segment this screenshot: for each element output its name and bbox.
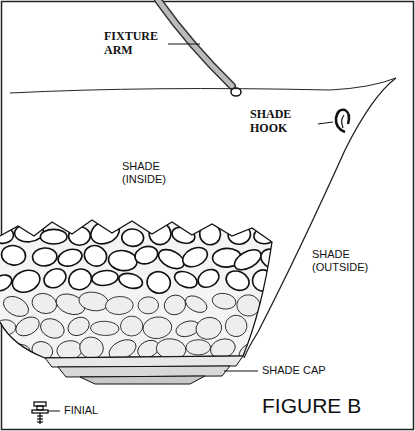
glass-piece (40, 229, 67, 244)
glass-piece (65, 314, 93, 340)
glass-piece (231, 246, 264, 274)
glass-piece (81, 242, 110, 269)
glass-piece (0, 244, 27, 267)
part-label: FIXTURE ARM (104, 30, 158, 58)
shade-cap (45, 356, 243, 384)
part-label: SHADE (OUTSIDE) (312, 248, 368, 273)
glass-piece (78, 290, 110, 313)
leader-line (224, 371, 258, 372)
leader-line (168, 44, 200, 45)
glass-piece (87, 217, 123, 249)
figure-caption: FIGURE B (262, 394, 361, 418)
part-label: FINIAL (64, 404, 98, 417)
glass-piece (180, 244, 211, 271)
glass-piece (264, 297, 287, 316)
glass-outline (0, 220, 272, 358)
stained-glass (0, 215, 290, 365)
glass-piece (56, 247, 84, 269)
glass-piece (117, 271, 144, 291)
glass-piece (223, 267, 252, 293)
glass-piece (195, 266, 222, 291)
glass-piece (133, 244, 160, 267)
glass-piece (121, 228, 144, 246)
glass-piece (121, 316, 143, 336)
shade-outline (244, 78, 396, 358)
glass-piece (66, 266, 95, 293)
glass-piece (9, 266, 43, 296)
shade-rim (10, 78, 396, 93)
glass-piece (107, 249, 138, 273)
glass-piece (162, 292, 189, 318)
glass-piece (263, 337, 289, 362)
glass-piece (251, 315, 279, 341)
glass-piece (194, 315, 224, 342)
part-label: SHADE CAP (262, 364, 326, 377)
glass-piece (145, 269, 173, 295)
glass-piece (32, 247, 58, 267)
glass-piece (211, 292, 237, 311)
leader-line (318, 122, 333, 124)
glass-piece (183, 292, 210, 315)
glass-piece (30, 290, 60, 316)
part-label: SHADE (INSIDE) (122, 160, 166, 185)
glass-piece (142, 315, 173, 340)
glass-piece (90, 321, 119, 336)
finial (32, 402, 48, 424)
leader-line (48, 411, 60, 412)
part-label: SHADE HOOK (250, 108, 291, 136)
glass-piece (91, 269, 119, 286)
glass-piece (224, 314, 248, 338)
glass-piece (186, 339, 211, 355)
glass-piece (258, 245, 290, 273)
glass-piece (37, 315, 67, 342)
glass-piece (172, 268, 199, 291)
glass-piece (138, 297, 159, 315)
glass-piece (13, 313, 43, 339)
glass-piece (105, 296, 134, 315)
shade-hook (336, 110, 349, 132)
glass-piece (0, 292, 32, 320)
glass-piece (3, 342, 32, 363)
fixture-arm (158, 0, 241, 96)
glass-piece (41, 265, 69, 291)
